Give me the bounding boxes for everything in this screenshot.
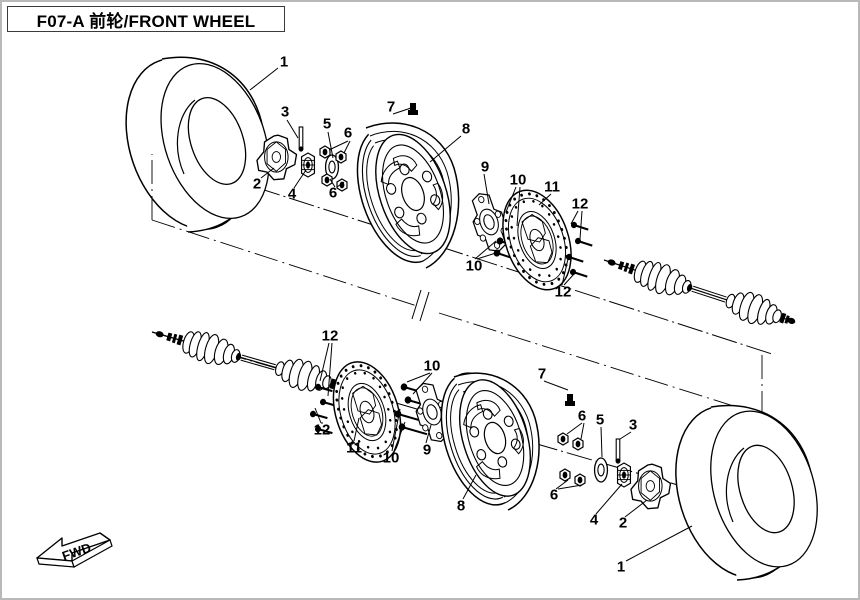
callout-ref-12: 12: [313, 421, 331, 439]
callout-ref-1: 1: [279, 53, 289, 71]
wheel-nut-top-4: [336, 178, 348, 192]
callout-ref-5: 5: [322, 115, 332, 133]
wheel-nut-top-1: [319, 145, 331, 159]
callout-ref-2: 2: [618, 514, 628, 532]
top-assembly: [125, 56, 801, 355]
callout-ref-10: 10: [509, 171, 527, 189]
wheel-nut-bottom-2: [572, 437, 584, 451]
forward-direction-arrow: FWD: [36, 532, 113, 568]
leader-lines-bottom: [314, 342, 693, 562]
callout-ref-10: 10: [423, 357, 441, 375]
callout-ref-11: 11: [544, 178, 560, 196]
diagram-title-box: F07-A 前轮/FRONT WHEEL: [7, 6, 285, 32]
cotter-pin-bottom: [615, 438, 621, 465]
hub-cap-bottom: [630, 463, 672, 510]
callout-ref-1: 1: [616, 558, 626, 576]
bottom-assembly: [147, 316, 818, 581]
wheel-nut-bottom-3: [559, 468, 571, 482]
callout-ref-9: 9: [480, 158, 490, 176]
brake-disc-top: [489, 180, 585, 300]
disc-bolt-top-4: [568, 267, 590, 281]
disc-bolt-bottom-3: [308, 409, 330, 423]
disc-bolt-top-2: [573, 236, 595, 250]
castle-nut-bottom: [616, 462, 632, 488]
callout-ref-12: 12: [321, 327, 339, 345]
wheel-nut-bottom-1: [557, 432, 569, 446]
callout-ref-8: 8: [456, 497, 466, 515]
callout-ref-7: 7: [386, 98, 396, 116]
tire-top: [125, 56, 270, 233]
callout-ref-12: 12: [554, 283, 572, 301]
callout-ref-3: 3: [628, 416, 638, 434]
wheel-rim-top: [356, 122, 460, 269]
cotter-pin-top: [298, 126, 304, 153]
callout-ref-10: 10: [382, 449, 400, 467]
break-mark: [411, 289, 430, 322]
callout-ref-5: 5: [595, 411, 605, 429]
page-title: F07-A 前轮/FRONT WHEEL: [36, 11, 256, 31]
callout-ref-6: 6: [549, 486, 559, 504]
leader-lines-top: [249, 67, 583, 286]
callout-ref-9: 9: [422, 441, 432, 459]
section-guide-frame: [151, 154, 763, 416]
callout-ref-11: 11: [346, 439, 362, 457]
callout-ref-7: 7: [537, 365, 547, 383]
wheel-nut-bottom-4: [574, 473, 586, 487]
callout-ref-6: 6: [343, 124, 353, 142]
callout-ref-6: 6: [577, 407, 587, 425]
callout-ref-4: 4: [287, 185, 297, 203]
callout-ref-6: 6: [328, 184, 338, 202]
disc-bolt-top-1: [569, 220, 591, 234]
cv-axle-top: [598, 245, 801, 337]
callout-ref-10: 10: [465, 257, 483, 275]
tire-bottom: [675, 404, 818, 581]
callout-ref-3: 3: [280, 103, 290, 121]
washer-bottom: [593, 457, 609, 483]
wheel-rim-bottom: [440, 372, 540, 511]
callout-ref-2: 2: [252, 175, 262, 193]
callout-ref-4: 4: [589, 511, 599, 529]
valve-stem-bottom: [565, 394, 575, 406]
callout-ref-12: 12: [571, 195, 589, 213]
callout-ref-8: 8: [461, 120, 471, 138]
